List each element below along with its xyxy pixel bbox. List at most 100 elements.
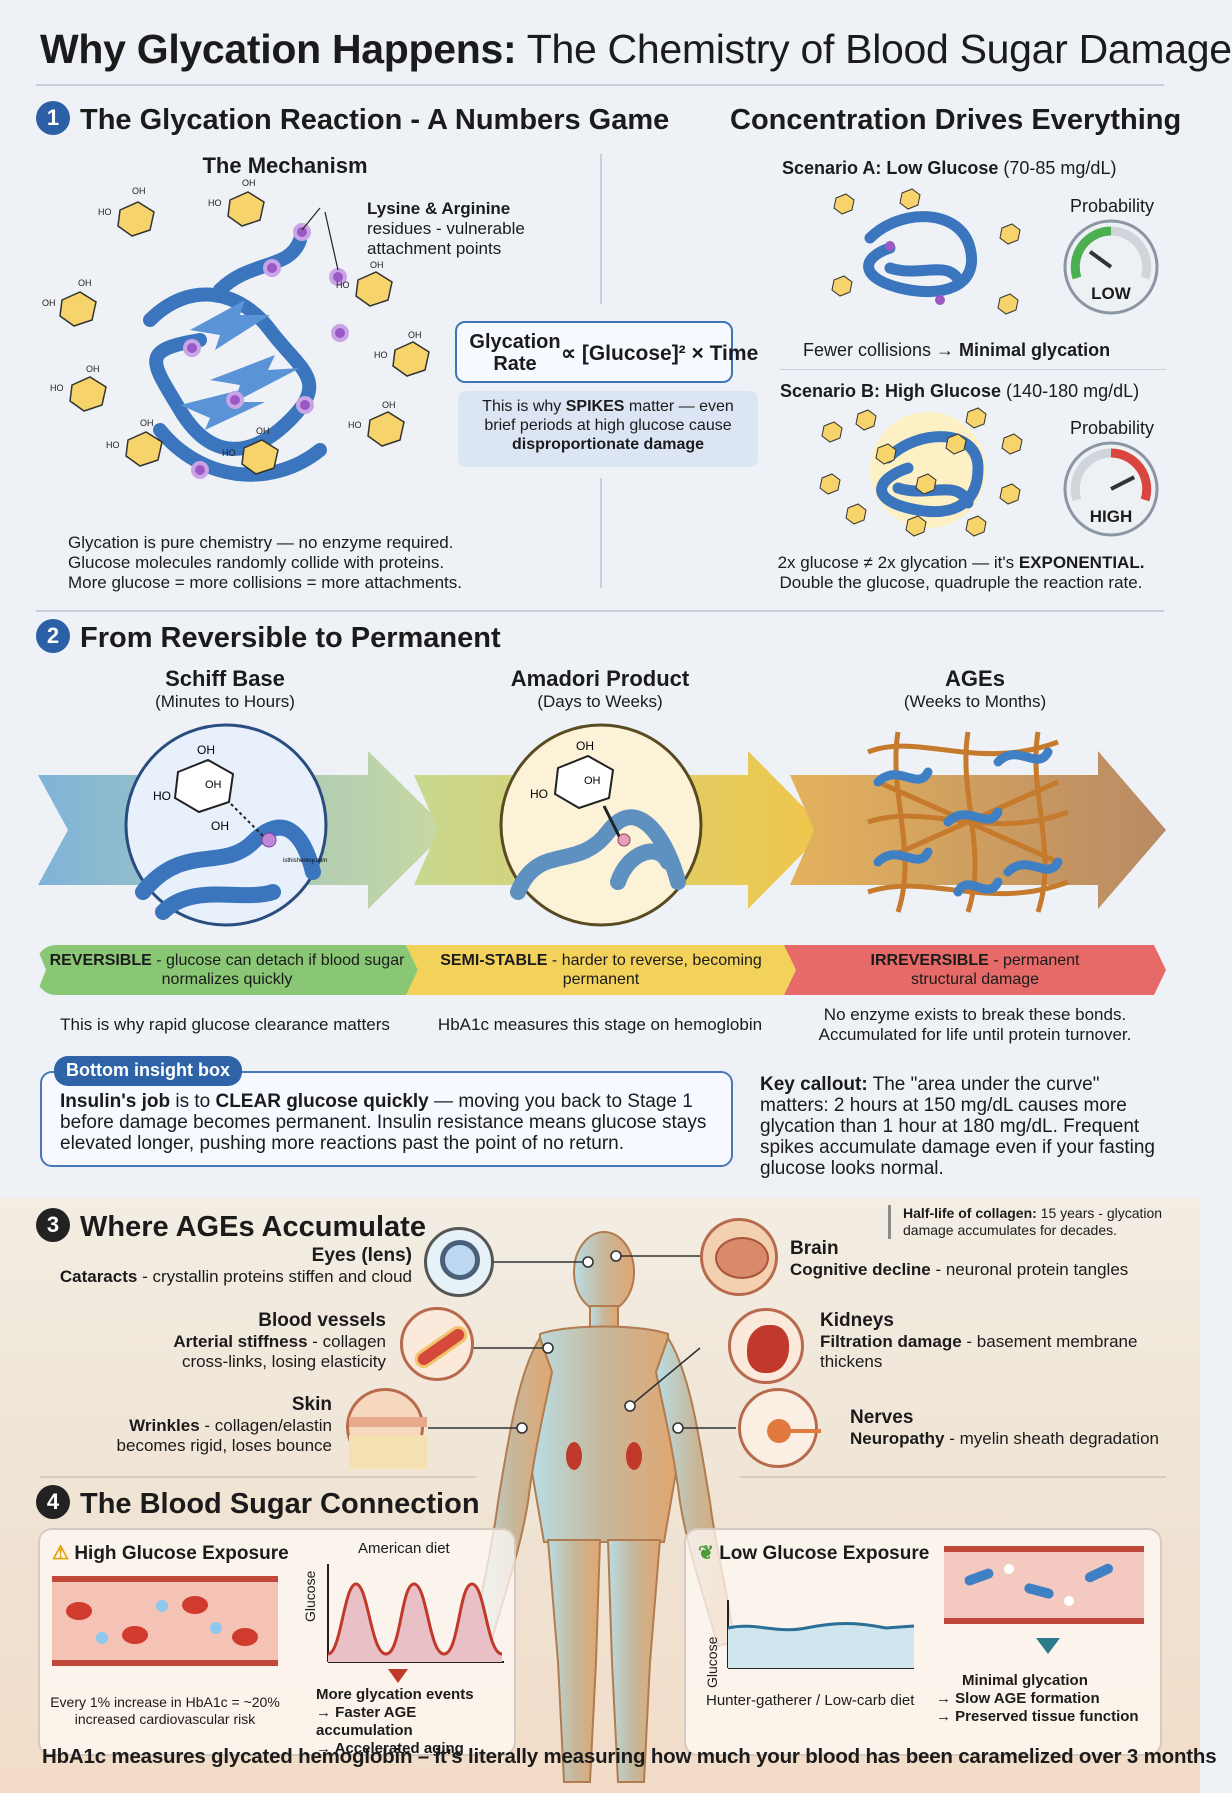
brain-label: Brain Cognitive decline - neuronal prote…: [790, 1238, 1129, 1279]
stage-ages-header: AGEs(Weeks to Months): [903, 666, 1047, 711]
svg-text:OH: OH: [256, 426, 270, 436]
insight-tag: Bottom insight box: [54, 1056, 242, 1086]
nerves-label: Nerves Neuropathy - myelin sheath degrad…: [850, 1407, 1159, 1448]
svg-text:HO: HO: [374, 350, 388, 360]
scenario-a-title: Scenario A: Low Glucose (70-85 mg/dL): [782, 158, 1117, 178]
skin-label: Skin Wrinkles - collagen/elastin becomes…: [116, 1394, 332, 1455]
glucose-axis-label-low: Glucose: [704, 1636, 720, 1688]
high-glucose-results: More glycation events→ Faster AGE accumu…: [316, 1686, 474, 1757]
brain-icon: [700, 1218, 778, 1296]
low-glucose-title: ❦ Low Glucose Exposure: [698, 1543, 930, 1564]
probability-label-b: Probability: [1070, 418, 1155, 438]
stage-schiff-header: Schiff Base(Minutes to Hours): [155, 666, 295, 711]
svg-text:OH: OH: [382, 400, 396, 410]
scenario-divider: [780, 369, 1166, 370]
low-glucose-protein-illustration: [831, 188, 1021, 315]
svg-text:HO: HO: [153, 789, 171, 803]
glycation-formula-box: Glycation Rate ∝ [Glucose]² × Time: [455, 321, 758, 383]
concentration-heading: Concentration Drives Everything: [730, 104, 1182, 136]
low-glucose-results: Minimal glycation→ Slow AGE formation→ P…: [936, 1672, 1139, 1725]
svg-text:OH: OH: [140, 418, 154, 428]
section-3-divider-right: [740, 1476, 1166, 1478]
svg-text:OH: OH: [42, 298, 56, 308]
spiky-glucose-chart: [327, 1564, 504, 1663]
healthy-vessel-illustration: [944, 1546, 1144, 1624]
svg-text:OH: OH: [205, 779, 222, 791]
high-glucose-title: ⚠ High Glucose Exposure: [52, 1543, 289, 1564]
kidneys-label: Kidneys Filtration damage - basement mem…: [820, 1310, 1138, 1371]
svg-text:OH: OH: [576, 739, 594, 753]
ages-crosslinked-proteins: [867, 731, 1069, 913]
svg-text:OH: OH: [370, 260, 384, 270]
key-callout: Key callout: The "area under the curve" …: [760, 1074, 1155, 1179]
probability-label-a: Probability: [1070, 196, 1155, 216]
organ-connector-lines: [428, 1250, 736, 1434]
svg-text:OH: OH: [78, 278, 92, 288]
svg-text:HO: HO: [98, 207, 112, 217]
eyes-label: Eyes (lens) Cataracts - crystallin prote…: [59, 1245, 412, 1286]
blood-vessels-label: Blood vessels Arterial stiffness - colla…: [173, 1310, 386, 1371]
formula-left: Glycation Rate: [469, 331, 561, 375]
spikes-note: This is why SPIKES matter — even brief p…: [458, 391, 758, 467]
stage-amadori-header: Amadori Product(Days to Weeks): [510, 666, 690, 711]
mechanism-caption: Glycation is pure chemistry — no enzyme …: [68, 533, 463, 592]
skin-layers-icon: [346, 1388, 427, 1469]
svg-text:HO: HO: [530, 787, 548, 801]
irreversible-pill: IRREVERSIBLE - permanent structural dama…: [784, 945, 1166, 995]
svg-text:HO: HO: [348, 420, 362, 430]
reversible-pill: REVERSIBLE - glucose can detach if blood…: [36, 945, 418, 995]
watermark-1: isthisheresy.com: [283, 858, 327, 864]
schiff-base-circle: OH HO OH OH isthisheresy.com: [124, 723, 328, 927]
hunter-gatherer-label: Hunter-gatherer / Low-carb diet: [706, 1692, 915, 1709]
hba1c-risk-note: Every 1% increase in HbA1c = ~20% increa…: [50, 1694, 280, 1727]
blood-vessel-icon: [400, 1307, 474, 1381]
title-divider: [36, 84, 1164, 86]
low-label: LOW: [1091, 284, 1131, 303]
vertical-divider-bottom: [600, 478, 602, 588]
section-1-divider: [36, 610, 1164, 612]
svg-text:OH: OH: [132, 186, 146, 196]
vertical-divider-top: [600, 154, 602, 304]
high-label: HIGH: [1089, 507, 1133, 526]
down-arrow-icon: [388, 1669, 408, 1683]
formula-right: ∝ [Glucose]² × Time: [561, 342, 759, 365]
svg-text:HO: HO: [336, 280, 350, 290]
warning-icon: ⚠: [52, 1543, 70, 1564]
glucose-axis-label-high: Glucose: [302, 1570, 318, 1622]
stage-3-note: No enzyme exists to break these bonds. A…: [818, 1005, 1132, 1044]
insight-box: Insulin's job is to CLEAR glucose quickl…: [40, 1071, 733, 1167]
mechanism-heading: The Mechanism: [202, 153, 368, 178]
scenario-b-title: Scenario B: High Glucose (140-180 mg/dL): [780, 381, 1140, 401]
low-gauge-needle: [1088, 250, 1113, 269]
high-glucose-protein-illustration: [819, 407, 1023, 537]
svg-text:OH: OH: [211, 819, 229, 833]
american-diet-label: American diet: [358, 1540, 450, 1557]
flat-glucose-chart: [727, 1600, 915, 1669]
leaf-icon: ❦: [698, 1543, 714, 1564]
section-3-divider-left: [40, 1476, 476, 1478]
down-arrow-icon-2: [1036, 1638, 1060, 1654]
svg-text:OH: OH: [197, 743, 215, 757]
low-probability-gauge: [1063, 219, 1159, 315]
scenario-a-caption: Fewer collisions → Minimal glycation: [803, 340, 1111, 360]
vessel-with-sugars-illustration: [52, 1576, 278, 1666]
high-probability-gauge: [1063, 441, 1159, 537]
svg-text:HO: HO: [222, 448, 236, 458]
halflife-note: Half-life of collagen: 15 years - glycat…: [888, 1205, 1180, 1239]
scenario-b-caption: 2x glucose ≠ 2x glycation — it's EXPONEN…: [777, 553, 1145, 592]
page-title: Why Glycation Happens: The Chemistry of …: [40, 26, 1232, 72]
semi-stable-pill: SEMI-STABLE - harder to reverse, becomin…: [406, 945, 796, 995]
svg-text:HO: HO: [208, 198, 222, 208]
svg-text:HO: HO: [50, 383, 64, 393]
stage-1-note: This is why rapid glucose clearance matt…: [60, 1015, 390, 1034]
svg-text:HO: HO: [106, 440, 120, 450]
high-glucose-panel: ⚠ High Glucose Exposure Every 1% increas…: [38, 1528, 516, 1757]
low-glucose-panel: ❦ Low Glucose Exposure Glucose Hunter-ga…: [684, 1528, 1162, 1756]
svg-text:OH: OH: [86, 364, 100, 374]
